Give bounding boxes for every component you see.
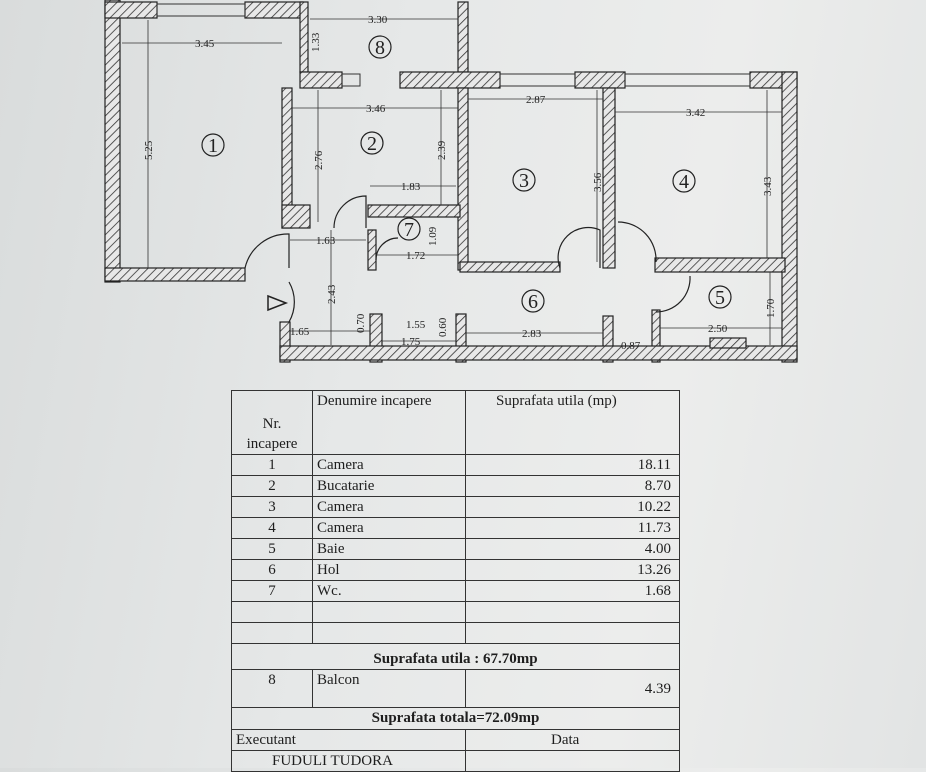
- dim-hall-a: 1.63: [316, 235, 336, 247]
- header-nr: Nr. incapere: [231, 390, 313, 455]
- dim-r1-width: 3.45: [195, 38, 215, 50]
- floor-plan: 3.45 3.30 1.33 5.25 3.46 2.76 2.39 1.83 …: [104, 0, 798, 363]
- area-table: Nr. incapere Denumire incapere Suprafata…: [231, 390, 680, 772]
- room-7-number: 7: [404, 219, 414, 241]
- row-area: 18.11: [465, 454, 680, 476]
- dim-283: 2.83: [522, 328, 542, 340]
- row-nr: 7: [231, 580, 313, 602]
- row-area: 10.22: [465, 496, 680, 518]
- room-3-number: 3: [519, 170, 529, 192]
- row-area: 1.68: [465, 580, 680, 602]
- doors: [244, 195, 691, 323]
- row-name: Wc.: [312, 580, 466, 602]
- row-area: 11.73: [465, 517, 680, 539]
- dim-r4-height: 3.43: [762, 176, 774, 196]
- dim-r1-height: 5.25: [143, 140, 155, 160]
- dimension-labels: 3.45 3.30 1.33 5.25 3.46 2.76 2.39 1.83 …: [143, 14, 777, 352]
- dim-r7-height: 1.09: [427, 226, 439, 246]
- header-name: Denumire incapere: [312, 390, 466, 455]
- row-area: 13.26: [465, 559, 680, 581]
- executant-name: FUDULI TUDORA: [231, 750, 466, 772]
- date-label: Data: [465, 729, 680, 751]
- grand-total: Suprafata totala=72.09mp: [231, 707, 680, 730]
- row-nr: 4: [231, 517, 313, 539]
- table-header: Nr. incapere Denumire incapere Suprafata…: [231, 390, 680, 455]
- header-area: Suprafata utila (mp): [465, 390, 680, 455]
- row-area: 4.39: [465, 669, 680, 708]
- windows: [156, 3, 751, 87]
- row-nr: 1: [231, 454, 313, 476]
- dim-060: 0.60: [437, 317, 449, 337]
- dim-087: 0.87: [621, 340, 641, 352]
- useful-area-total: Suprafata utila : 67.70mp: [231, 643, 680, 670]
- empty-row: [231, 622, 680, 644]
- row-name: Balcon: [312, 669, 466, 708]
- row-nr: 6: [231, 559, 313, 581]
- dim-r3-width: 2.87: [526, 94, 546, 106]
- row-nr: 3: [231, 496, 313, 518]
- executant-label: Executant: [231, 729, 466, 751]
- row-area: 8.70: [465, 475, 680, 497]
- row-nr: 5: [231, 538, 313, 560]
- room-6-number: 6: [528, 291, 538, 313]
- dim-155: 1.55: [406, 319, 426, 331]
- row-name: Baie: [312, 538, 466, 560]
- row-name: Camera: [312, 496, 466, 518]
- row-area: 4.00: [465, 538, 680, 560]
- dimension-lines: [122, 18, 782, 345]
- room-2-number: 2: [367, 133, 377, 155]
- room-5-number: 5: [715, 287, 725, 309]
- row-name: Camera: [312, 517, 466, 539]
- walls: [104, 0, 798, 363]
- dim-r8-width: 3.30: [368, 14, 388, 26]
- room-8-number: 8: [375, 37, 385, 59]
- room-4-number: 4: [679, 171, 689, 193]
- dim-070: 0.70: [355, 313, 367, 333]
- room-1-number: 1: [208, 135, 218, 157]
- dim-r2-height: 2.76: [313, 150, 325, 170]
- dim-r5-width: 2.50: [708, 323, 728, 335]
- dim-hall-height: 2.43: [326, 284, 338, 304]
- dim-r3-height: 3.56: [592, 172, 604, 192]
- dim-r4-width: 3.42: [686, 107, 705, 119]
- dim-r2-width: 3.46: [366, 103, 386, 115]
- row-nr: 2: [231, 475, 313, 497]
- row-name: Bucatarie: [312, 475, 466, 497]
- dim-r5-height: 1.70: [765, 298, 777, 318]
- empty-row: [231, 601, 680, 623]
- room-numbers: [201, 35, 732, 313]
- dim-r7-width: 1.72: [406, 250, 425, 262]
- dim-r2-height-b: 2.39: [436, 140, 448, 160]
- row-nr: 8: [231, 669, 313, 708]
- dim-175: 1.75: [401, 336, 421, 348]
- row-name: Camera: [312, 454, 466, 476]
- row-name: Hol: [312, 559, 466, 581]
- dim-r8-height: 1.33: [310, 32, 322, 52]
- dim-r2-sub: 1.83: [401, 181, 421, 193]
- dim-165: 1.65: [290, 326, 310, 338]
